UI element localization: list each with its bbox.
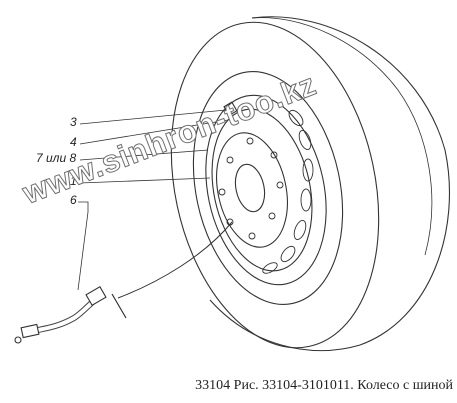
wheel-disc xyxy=(216,132,288,248)
tire-sidewall xyxy=(170,21,380,349)
rim-outer xyxy=(205,94,327,286)
rim-vent-holes xyxy=(262,109,314,274)
callout-3: 3 xyxy=(70,115,77,129)
callout-6: 6 xyxy=(70,193,77,207)
callout-7-or-8: 7 или 8 xyxy=(36,151,77,165)
rim-flange xyxy=(211,108,313,272)
tire-valve xyxy=(223,101,238,125)
valve-extension-hose xyxy=(14,221,233,344)
wheel-bolt-holes xyxy=(218,137,284,240)
callout-1: 1 xyxy=(70,174,77,188)
tire-bead xyxy=(192,71,344,305)
tire-tread-edge xyxy=(251,17,433,256)
wheel-hub-hole xyxy=(234,163,266,213)
leader-lines xyxy=(77,109,229,291)
callout-4: 4 xyxy=(70,135,77,149)
figure-caption: 33104 Рис. 33104-3101011. Колесо с шиной xyxy=(195,378,453,393)
